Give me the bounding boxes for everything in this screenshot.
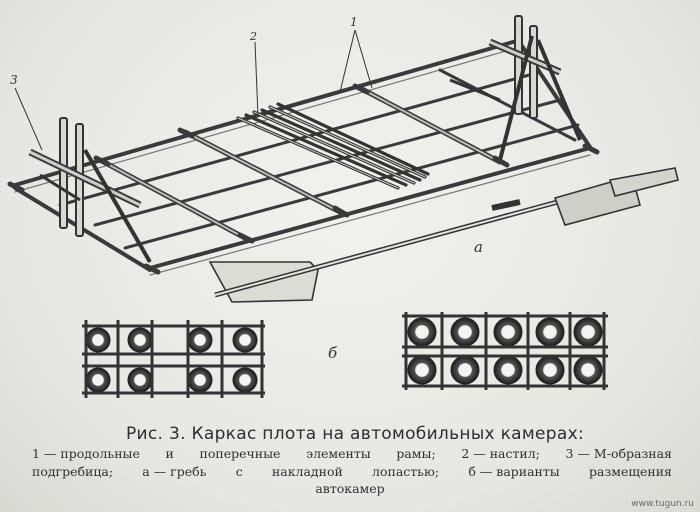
caption-word: и <box>165 446 174 461</box>
watermark: www.tugun.ru <box>631 499 694 509</box>
tube-layout-left <box>82 320 265 398</box>
label-b: б <box>328 344 338 362</box>
tube-layout-right <box>402 312 608 390</box>
caption-word: с <box>235 464 243 479</box>
caption-word: 2 — настил; <box>461 446 540 461</box>
caption-word: рамы; <box>396 446 436 461</box>
caption-word: а — гребь <box>142 464 207 479</box>
caption-word: накладной <box>271 464 343 479</box>
figure-caption: Рис. 3. Каркас плота на автомобильных ка… <box>0 424 700 444</box>
caption-word: лопастью; <box>372 464 440 479</box>
caption-line-1: 1 — продольные и поперечные элементы рам… <box>32 446 672 461</box>
oar <box>208 167 679 303</box>
caption-word: б — варианты <box>468 464 560 479</box>
m-rowlock-front <box>28 117 152 264</box>
label-1: 1 <box>350 15 358 29</box>
caption-word: подгребица; <box>32 464 114 479</box>
label-a: а <box>474 238 483 256</box>
caption-line-3: автокамер <box>315 481 385 496</box>
caption-word: поперечные <box>199 446 281 461</box>
caption-word: 3 — М-образная <box>565 446 672 461</box>
decking <box>236 102 430 190</box>
caption-title: Рис. 3. Каркас плота на автомобильных ка… <box>126 424 584 444</box>
caption-word: 1 — продольные <box>32 446 140 461</box>
label-3: 3 <box>10 73 18 87</box>
caption-word: элементы <box>306 446 371 461</box>
caption-word: размещения <box>588 464 672 479</box>
leader-lines <box>14 29 373 151</box>
caption-line-2: подгребица; а — гребь с накладной лопаст… <box>32 464 672 479</box>
raft-frame <box>7 38 600 276</box>
label-2: 2 <box>249 30 257 43</box>
m-rowlock-back <box>449 15 582 161</box>
